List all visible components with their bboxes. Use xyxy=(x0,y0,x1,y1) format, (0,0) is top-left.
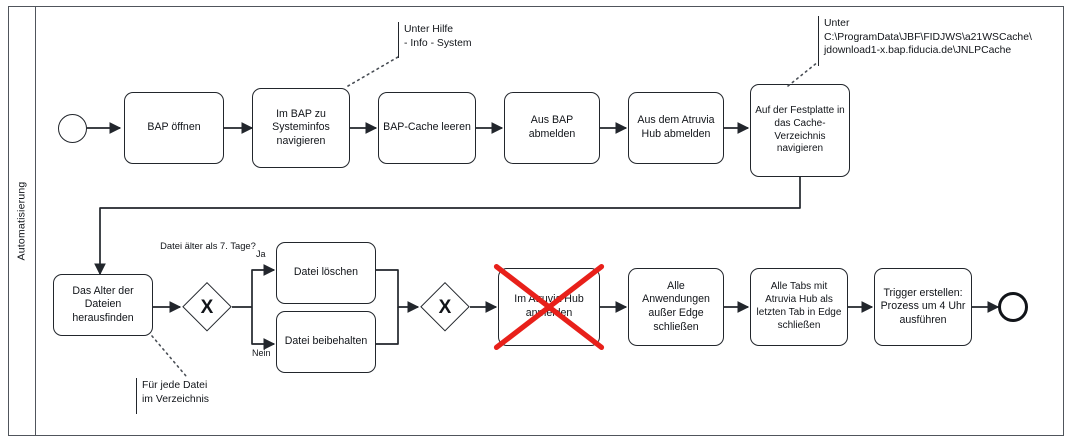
gateway-datei-alter-label: Datei älter als 7. Tage? xyxy=(160,240,256,251)
task-label: Aus BAP abmelden xyxy=(528,114,576,140)
start-event[interactable] xyxy=(58,114,87,143)
annotation-fuer-jede-datei: Für jede Datei im Verzeichnis xyxy=(136,378,256,414)
task-label: Alle Anwendungen außer Edge schließen xyxy=(642,279,710,333)
task-label: Im Atruvia Hub anmelden xyxy=(514,293,584,319)
task-aus-bap-abmelden[interactable]: Aus BAP abmelden xyxy=(504,92,600,164)
pool-lane-header: Automatisierung xyxy=(8,6,36,436)
task-label: Datei löschen xyxy=(293,266,359,279)
gateway-x-icon: X xyxy=(438,296,452,318)
task-label: Datei beibehalten xyxy=(284,335,368,348)
task-label: Aus dem Atruvia Hub abmelden xyxy=(637,114,715,140)
task-label: Trigger erstellen: Prozess um 4 Uhr ausf… xyxy=(880,286,966,326)
task-bap-cache-leeren[interactable]: BAP-Cache leeren xyxy=(378,92,476,164)
gateway-datei-alter[interactable]: X xyxy=(182,282,232,332)
task-datei-loeschen[interactable]: Datei löschen xyxy=(276,242,376,304)
task-im-bap-zu-systeminfos-navigieren[interactable]: Im BAP zu Systeminfos navigieren xyxy=(252,88,350,168)
gateway-merge[interactable]: X xyxy=(420,282,470,332)
annotation-unter-hilfe: Unter Hilfe - Info - System xyxy=(398,22,524,58)
end-event[interactable] xyxy=(998,292,1028,322)
annotation-cache-pfad: Unter C:\ProgramData\JBF\FIDJWS\a21WSCac… xyxy=(818,16,1068,66)
pool-automatisierung xyxy=(8,6,1064,436)
task-alle-anwendungen-ausser-edge-schliessen[interactable]: Alle Anwendungen außer Edge schließen xyxy=(628,268,724,346)
edge-label-ja: Ja xyxy=(256,249,266,259)
task-aus-dem-atruvia-hub-abmelden[interactable]: Aus dem Atruvia Hub abmelden xyxy=(628,92,724,164)
task-label: Im BAP zu Systeminfos navigieren xyxy=(272,107,330,147)
task-auf-der-festplatte-navigieren[interactable]: Auf der Festplatte in das Cache-Verzeich… xyxy=(750,84,850,177)
task-label: Das Alter der Dateien herausfinden xyxy=(72,284,134,324)
task-label: Auf der Festplatte in das Cache-Verzeich… xyxy=(755,104,845,155)
task-label: Alle Tabs mit Atruvia Hub als letzten Ta… xyxy=(756,281,842,331)
task-trigger-erstellen[interactable]: Trigger erstellen: Prozess um 4 Uhr ausf… xyxy=(874,268,972,346)
task-label: BAP öffnen xyxy=(147,121,201,134)
task-bap-oeffnen[interactable]: BAP öffnen xyxy=(124,92,224,164)
task-label: BAP-Cache leeren xyxy=(383,121,471,134)
task-datei-beibehalten[interactable]: Datei beibehalten xyxy=(276,311,376,373)
task-das-alter-der-dateien-herausfinden[interactable]: Das Alter der Dateien herausfinden xyxy=(53,274,153,336)
task-im-atruvia-hub-anmelden[interactable]: Im Atruvia Hub anmelden xyxy=(498,268,600,346)
edge-label-nein: Nein xyxy=(252,348,271,358)
task-alle-tabs-mit-atruvia-hub-schliessen[interactable]: Alle Tabs mit Atruvia Hub als letzten Ta… xyxy=(750,268,848,346)
pool-lane-label: Automatisierung xyxy=(15,181,28,261)
gateway-x-icon: X xyxy=(200,296,214,318)
